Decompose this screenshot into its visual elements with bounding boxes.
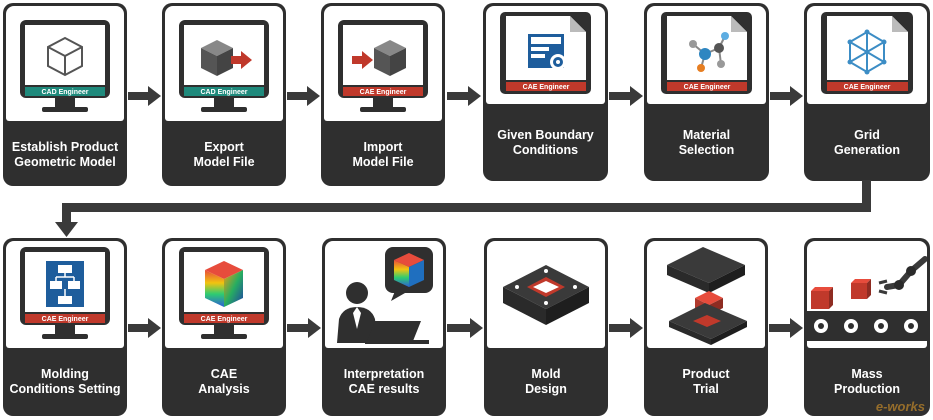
flow-arrow — [128, 318, 161, 338]
step-card-boundary-conditions: CAE Engineer Given Boundary Conditions — [483, 3, 608, 181]
step-label: Grid Generation — [834, 127, 900, 157]
step-card-import-model: CAE Engineer Import Model File — [321, 3, 445, 186]
flow-arrow — [770, 86, 803, 106]
step-label: Import Model File — [352, 140, 414, 169]
badge-text: CAE Engineer — [42, 316, 89, 323]
flow-arrow — [447, 318, 483, 338]
badge-text: CAD Engineer — [41, 89, 88, 96]
step-label: Mass Production — [834, 367, 900, 396]
step-card-export-model: CAD Engineer Export Model File — [162, 3, 286, 186]
robot-conveyor-icon — [807, 256, 927, 341]
badge-text: CAE Engineer — [684, 84, 731, 91]
monitor-export-cube-icon: CAD Engineer — [179, 20, 269, 112]
step-label: Molding Conditions Setting — [9, 367, 121, 396]
flow-arrow — [287, 86, 320, 106]
step-card-mold-design: Mold Design — [484, 238, 608, 416]
document-mesh-icon: CAE Engineer — [821, 12, 913, 94]
badge-text: CAE Engineer — [844, 84, 891, 91]
step-card-material-selection: CAE Engineer Material Selection — [644, 3, 769, 181]
step-card-mass-production: Mass Production — [804, 238, 930, 416]
monitor-cube-icon: CAD Engineer — [20, 20, 110, 112]
step-card-cae-analysis: CAE Engineer CAE Analysis — [162, 238, 286, 416]
watermark: e-works — [875, 399, 925, 414]
step-card-product-trial: Product Trial — [644, 238, 768, 416]
flow-arrow — [128, 86, 161, 106]
monitor-flowchart-icon: CAE Engineer — [20, 247, 110, 339]
document-settings-icon: CAE Engineer — [500, 12, 591, 94]
monitor-heatmap-cube-icon: CAE Engineer — [179, 247, 269, 339]
mold-open-part-icon — [667, 247, 747, 345]
flow-arrow — [609, 318, 643, 338]
step-label: Product Trial — [682, 367, 730, 396]
step-label: CAE Analysis — [198, 367, 250, 396]
step-label: Interpretation CAE results — [343, 367, 425, 396]
step-label: Export Model File — [193, 140, 255, 169]
step-card-interpretation: Interpretation CAE results — [322, 238, 446, 416]
badge-text: CAD Engineer — [200, 89, 247, 96]
engineer-laptop-icon — [337, 247, 433, 344]
step-label: Given Boundary Conditions — [497, 127, 594, 157]
flow-arrow — [609, 86, 643, 106]
step-label: Mold Design — [525, 367, 567, 396]
step-label: Establish Product Geometric Model — [11, 140, 119, 169]
mold-icon — [503, 265, 589, 325]
badge-text: CAE Engineer — [360, 89, 407, 96]
badge-text: CAE Engineer — [523, 84, 570, 91]
flow-arrow — [769, 318, 803, 338]
flow-arrow — [447, 86, 481, 106]
badge-text: CAE Engineer — [201, 316, 248, 323]
row-connector-arrow — [55, 180, 871, 237]
flow-arrow — [287, 318, 321, 338]
monitor-import-cube-icon: CAE Engineer — [338, 20, 428, 112]
step-card-grid-generation: CAE Engineer Grid Generation — [804, 3, 930, 181]
step-card-molding-conditions: CAE Engineer Molding Conditions Setting — [3, 238, 127, 416]
document-molecule-icon: CAE Engineer — [661, 12, 752, 94]
step-card-establish-model: CAD Engineer Establish Product Geometric… — [3, 3, 127, 186]
step-label: Material Selection — [678, 127, 735, 157]
